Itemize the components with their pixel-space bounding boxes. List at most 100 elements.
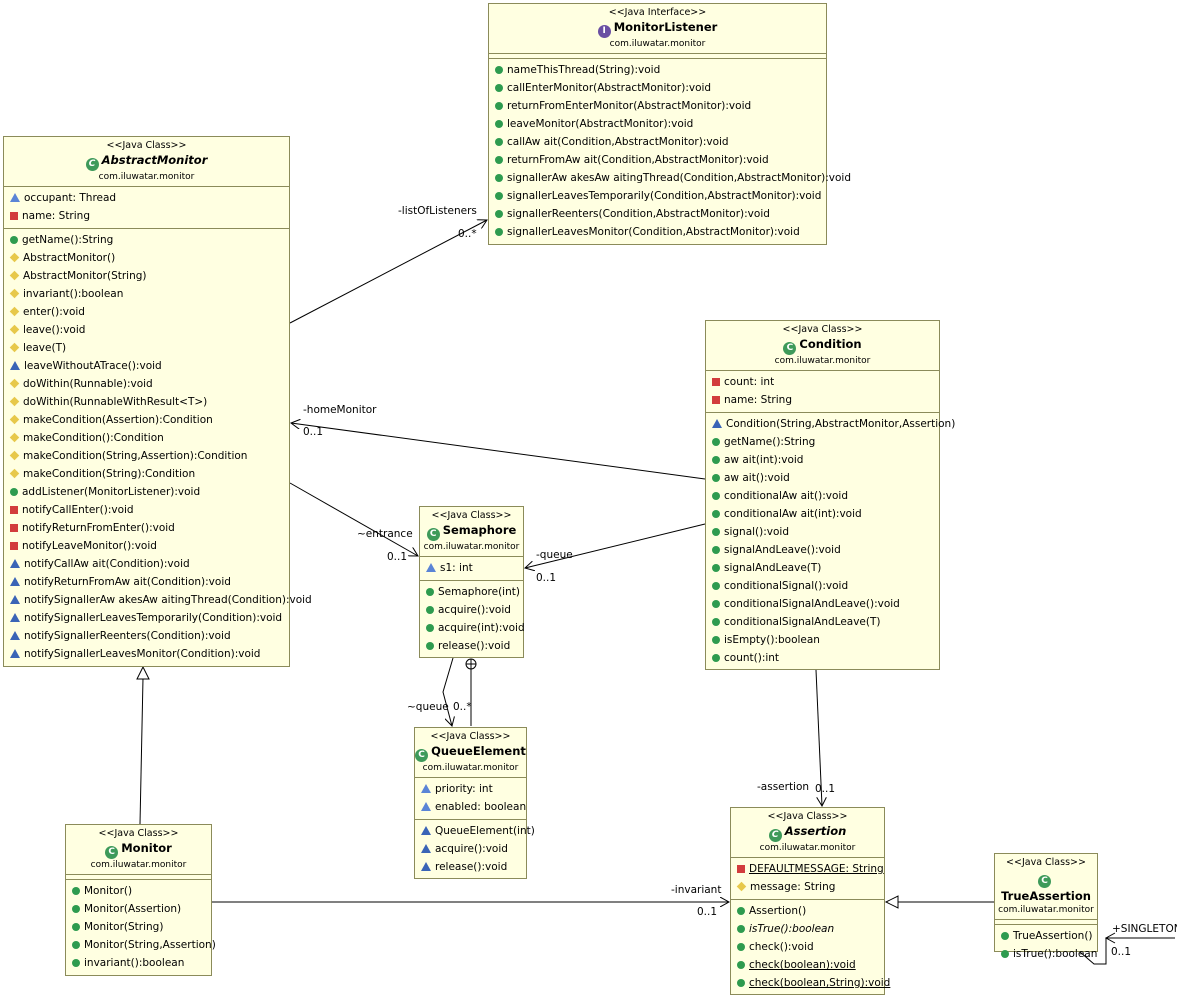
member-text: signalAndLeave():void: [724, 544, 841, 556]
member-text: addListener(MonitorListener):void: [22, 486, 201, 498]
method-row: isTrue():boolean: [731, 920, 884, 938]
member-text: nameThisThread(String):void: [507, 64, 661, 76]
member-text: Condition(String,AbstractMonitor,Asserti…: [726, 418, 956, 430]
public-icon: [495, 174, 503, 182]
method-row: makeCondition():Condition: [4, 429, 289, 447]
class-name: QueueElement: [431, 744, 526, 758]
package-name: com.iluwatar.monitor: [423, 542, 520, 552]
protected-icon: [9, 432, 20, 443]
member-text: QueueElement(int): [435, 825, 535, 837]
edge-multiplicity: 0..*: [458, 228, 477, 240]
member-text: doWithin(Runnable):void: [23, 378, 153, 390]
member-text: signal():void: [724, 526, 790, 538]
edge-assertion: [815, 669, 822, 806]
method-row: QueueElement(int): [415, 822, 535, 840]
member-text: name: String: [724, 394, 792, 406]
public-icon: [712, 546, 720, 554]
public-icon: [72, 959, 80, 967]
stereotype: <<Java Class>>: [430, 731, 511, 742]
method-row: release():void: [415, 858, 526, 876]
class-icon: C: [105, 846, 119, 859]
public-icon: [712, 654, 720, 662]
member-text: leaveWithoutATrace():void: [24, 360, 162, 372]
method-row: conditionalSignal():void: [706, 577, 939, 595]
method-row: leaveMonitor(AbstractMonitor):void: [489, 115, 826, 133]
method-row: doWithin(Runnable):void: [4, 375, 289, 393]
method-row: count():int: [706, 649, 939, 667]
private-icon: [712, 378, 720, 386]
public-icon: [495, 138, 503, 146]
member-text: DEFAULTMESSAGE: String: [749, 863, 884, 875]
member-text: Monitor(String): [84, 921, 164, 933]
member-text: notifyCallAw ait(Condition):void: [24, 558, 190, 570]
protected-icon: [9, 414, 20, 425]
class-true-assertion[interactable]: <<Java Class>> CTrueAssertion com.iluwat…: [994, 853, 1098, 960]
method-row: check(boolean):void: [731, 956, 884, 974]
edge-label-singleton: +SINGLETON: [1112, 923, 1177, 935]
package-visibility-icon: [10, 631, 20, 640]
method-row: signal():void: [706, 523, 939, 541]
protected-icon: [9, 450, 20, 461]
package-name: com.iluwatar.monitor: [609, 39, 706, 49]
member-text: signallerAw akesAw aitingThread(Conditio…: [507, 172, 851, 184]
method-row: returnFromEnterMonitor(AbstractMonitor):…: [489, 97, 826, 115]
method-row: notifySignallerReenters(Condition):void: [4, 627, 289, 645]
package-visibility-icon: [10, 595, 20, 604]
member-text: release():void: [435, 861, 508, 873]
method-row: conditionalSignalAndLeave():void: [706, 595, 939, 613]
class-icon: C: [1038, 875, 1051, 888]
fields-section: priority: int enabled: boolean: [415, 777, 526, 819]
method-row: getName():String: [4, 231, 289, 249]
package-visibility-icon: [421, 844, 431, 853]
fields-section: DEFAULTMESSAGE: String message: String: [731, 857, 884, 899]
method-row: callEnterMonitor(AbstractMonitor):void: [489, 79, 826, 97]
member-text: returnFromAw ait(Condition,AbstractMonit…: [507, 154, 769, 166]
public-icon: [495, 210, 503, 218]
member-text: name: String: [22, 210, 90, 222]
class-icon: C: [768, 829, 782, 842]
method-row: Monitor(): [66, 882, 211, 900]
member-text: message: String: [750, 881, 836, 893]
edge-inherits-abstract-monitor: [139, 677, 144, 825]
member-text: signallerLeavesTemporarily(Condition,Abs…: [507, 190, 822, 202]
protected-icon: [9, 324, 20, 335]
member-text: check(boolean,String):void: [749, 977, 891, 989]
member-text: notifySignallerReenters(Condition):void: [24, 630, 231, 642]
member-text: invariant():boolean: [23, 288, 124, 300]
public-icon: [495, 192, 503, 200]
member-text: isEmpty():boolean: [724, 634, 820, 646]
method-row: makeCondition(String,Assertion):Conditio…: [4, 447, 289, 465]
member-text: notifyReturnFromEnter():void: [22, 522, 175, 534]
member-text: conditionalSignalAndLeave():void: [724, 598, 900, 610]
field-row: name: String: [4, 207, 289, 225]
method-row: signalAndLeave():void: [706, 541, 939, 559]
protected-icon: [9, 288, 20, 299]
class-name: MonitorListener: [613, 20, 718, 34]
method-row: notifyReturnFromAw ait(Condition):void: [4, 573, 289, 591]
edge-label-invariant: -invariant: [671, 884, 722, 896]
member-text: notifyLeaveMonitor():void: [22, 540, 157, 552]
protected-icon: [9, 270, 20, 281]
member-text: aw ait(int):void: [724, 454, 804, 466]
member-text: aw ait():void: [724, 472, 790, 484]
member-text: Monitor(): [84, 885, 133, 897]
method-row: conditionalSignalAndLeave(T): [706, 613, 939, 631]
member-text: enabled: boolean: [435, 801, 527, 813]
edge-multiplicity: 0..1: [697, 906, 718, 918]
member-text: conditionalAw ait():void: [724, 490, 849, 502]
member-text: occupant: Thread: [24, 192, 117, 204]
member-text: makeCondition():Condition: [23, 432, 164, 444]
field-row: message: String: [731, 878, 884, 896]
private-icon: [10, 542, 18, 550]
member-text: invariant():boolean: [84, 957, 185, 969]
public-icon: [712, 582, 720, 590]
method-row: notifySignallerLeavesTemporarily(Conditi…: [4, 609, 289, 627]
